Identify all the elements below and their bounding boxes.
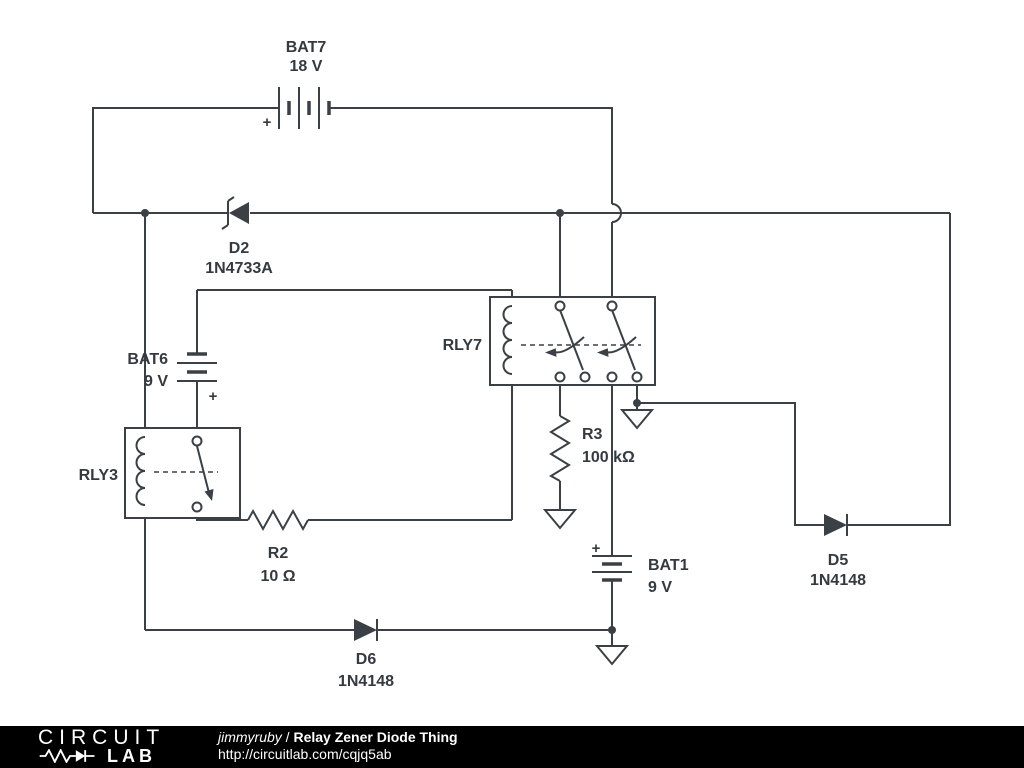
bat7-value: 18 V (290, 58, 323, 75)
battery-short-plates (602, 562, 622, 582)
wire-hop (611, 203, 622, 223)
separator: / (281, 729, 294, 745)
relay-coil (502, 305, 513, 375)
author-link[interactable]: jimmyruby (218, 729, 282, 745)
relay-terminal (191, 501, 203, 513)
ground-symbols (542, 409, 655, 666)
junction-dot (556, 209, 564, 217)
bat6-value: 9 V (144, 373, 168, 390)
junction-dot (141, 209, 149, 217)
relay-body (124, 427, 241, 519)
relay-coil (135, 436, 146, 506)
r3-label: R3 (582, 426, 603, 443)
bat6-component[interactable]: + BAT6 9 V (127, 351, 217, 405)
d5-label: D5 (828, 552, 849, 569)
zener-bar (221, 196, 235, 230)
battery-short-plates (287, 101, 331, 115)
ground-icon (542, 509, 578, 530)
battery-long-plates (177, 362, 217, 382)
circuitlab-logo[interactable]: CIRCUIT LAB (38, 726, 188, 765)
bat7-plus-sign: + (263, 114, 272, 131)
circuit-title: Relay Zener Diode Thing (293, 729, 458, 745)
switch-arrowhead (545, 348, 557, 357)
d2-component[interactable]: D2 1N4733A (205, 196, 273, 277)
r3-component[interactable]: R3 100 kΩ (549, 415, 635, 482)
relay-terminal (631, 371, 643, 383)
bat6-plus-sign: + (209, 388, 218, 405)
footer-bar: CIRCUIT LAB jimmyruby / Relay Zener Diod… (0, 726, 1024, 768)
ground-icon (594, 645, 630, 666)
d6-value: 1N4148 (338, 673, 394, 690)
diode-triangle (824, 514, 847, 536)
junction-dot (633, 399, 641, 407)
bat7-label: BAT7 (286, 39, 327, 56)
resistor-diode-logo-icon (39, 749, 95, 763)
ground-icon (619, 409, 655, 430)
bat1-label: BAT1 (648, 557, 689, 574)
relay-terminal (554, 300, 566, 312)
switch-arrowhead (597, 348, 609, 357)
rly7-component[interactable]: RLY7 (443, 296, 656, 386)
switch-arm (196, 445, 210, 494)
resistor-zigzag (549, 415, 571, 482)
relay-terminal (191, 435, 203, 447)
d5-component[interactable]: D5 1N4148 (810, 514, 866, 589)
battery-long-plates (278, 87, 320, 129)
relay-terminal (579, 371, 591, 383)
switch-arm (559, 309, 584, 371)
relay-terminal (554, 371, 566, 383)
battery-short-plates (187, 352, 207, 374)
diode-triangle (354, 619, 377, 641)
circuit-url-link[interactable]: http://circuitlab.com/cqjq5ab (218, 746, 392, 762)
bat6-label: BAT6 (127, 351, 168, 368)
relay-terminal (606, 371, 618, 383)
r2-value: 10 Ω (260, 568, 295, 585)
r2-component[interactable]: R2 10 Ω (247, 508, 309, 585)
diode-triangle (229, 202, 249, 224)
logo-circuit-text: CIRCUIT (38, 726, 166, 749)
bat7-component[interactable]: + BAT7 18 V (263, 39, 331, 131)
rly3-component[interactable]: RLY3 (79, 427, 241, 519)
byline: jimmyruby / Relay Zener Diode Thing http… (218, 726, 458, 763)
bat1-component[interactable]: + BAT1 9 V (592, 540, 689, 596)
battery-long-plates (592, 555, 632, 573)
d5-value: 1N4148 (810, 572, 866, 589)
d2-value: 1N4733A (205, 260, 273, 277)
d6-label: D6 (356, 651, 377, 668)
d2-label: D2 (229, 240, 250, 257)
bat1-value: 9 V (648, 579, 672, 596)
junction-dot (608, 626, 616, 634)
r2-label: R2 (268, 545, 289, 562)
r3-value: 100 kΩ (582, 449, 635, 466)
rly3-label: RLY3 (79, 467, 119, 484)
resistor-zigzag (247, 508, 309, 532)
switch-arm (611, 309, 636, 371)
switch-arrowhead (204, 489, 214, 501)
logo-lab-text: LAB (107, 746, 156, 766)
schematic-canvas: + BAT7 18 V D2 1N4733A + BAT6 9 V RLY3 (78, 39, 951, 690)
d6-component[interactable]: D6 1N4148 (338, 619, 394, 690)
relay-terminal (606, 300, 618, 312)
rly7-label: RLY7 (443, 337, 483, 354)
bat1-plus-sign: + (592, 540, 601, 557)
